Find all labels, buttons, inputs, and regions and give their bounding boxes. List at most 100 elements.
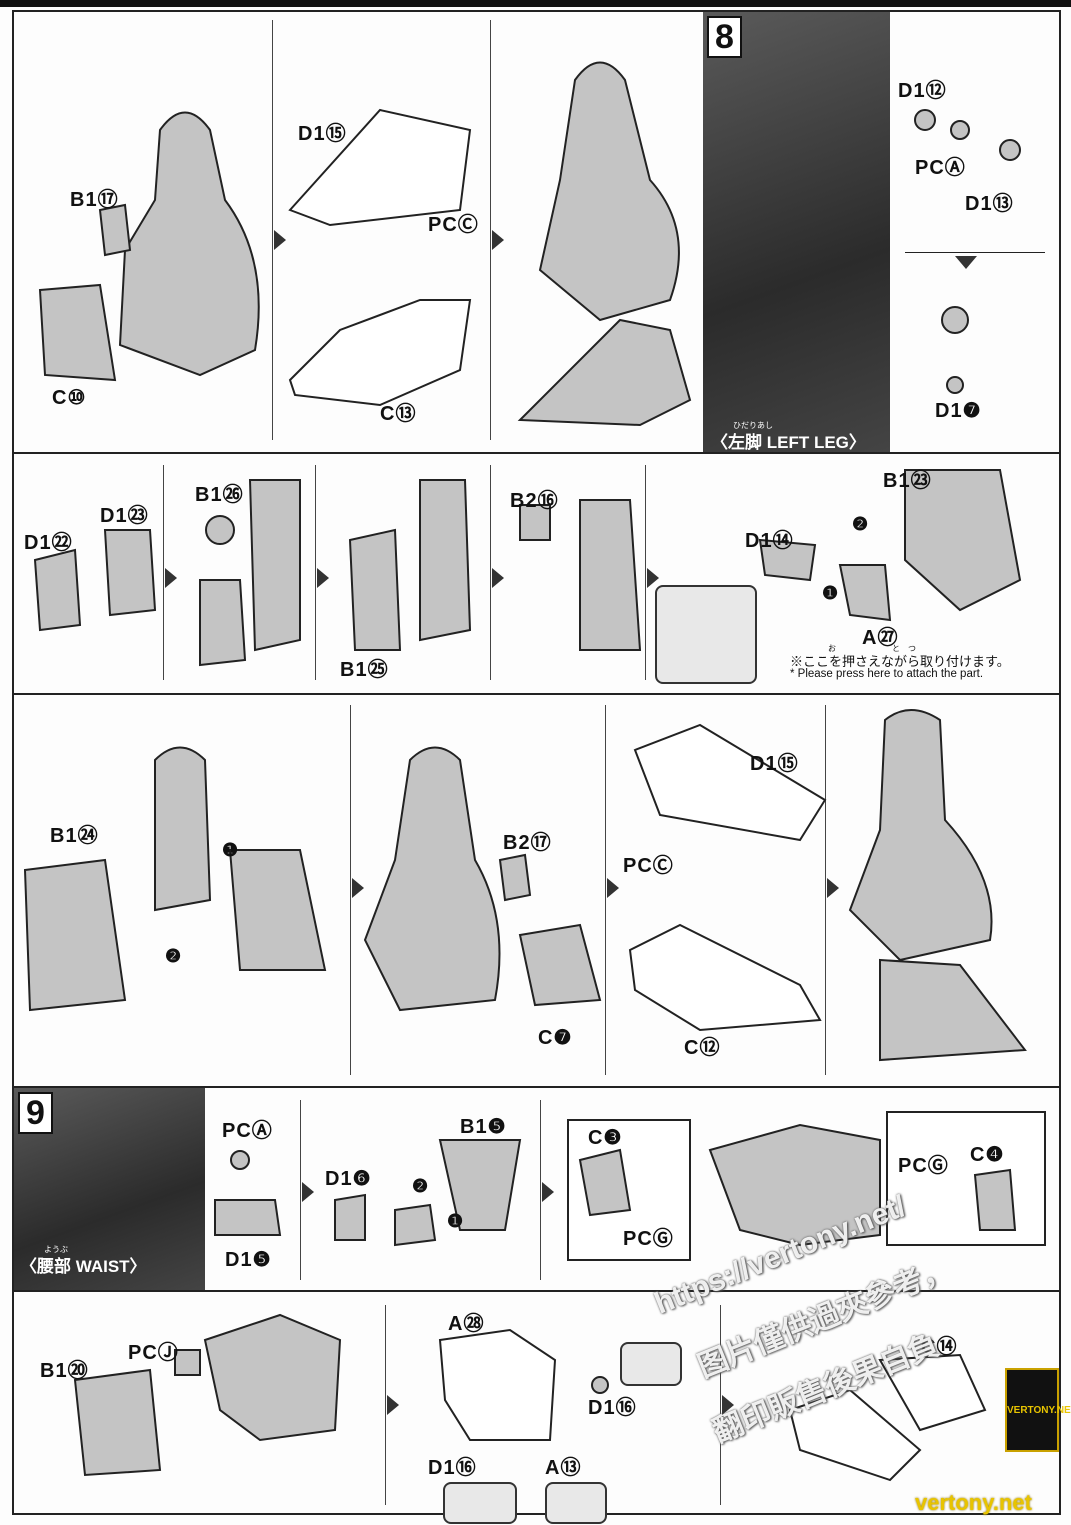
note-japanese: ※ここを押さえながら取り付けます。 bbox=[790, 654, 1010, 669]
detail-callout bbox=[620, 1342, 682, 1386]
part-label: PCⒼ bbox=[623, 1228, 674, 1250]
row-divider bbox=[12, 452, 1061, 454]
panel-divider bbox=[490, 465, 491, 680]
vertony-logo: VERTONY.NET bbox=[1005, 1368, 1071, 1452]
part-label: D1⑭ bbox=[745, 530, 794, 552]
step-caption: 〈腰部 WAIST〉 bbox=[20, 1257, 147, 1276]
part-label: B1⑰ bbox=[70, 189, 119, 211]
part-label: B1❺ bbox=[460, 1116, 507, 1138]
step-arrow-icon bbox=[722, 1395, 734, 1415]
page-frame bbox=[12, 10, 1061, 1515]
step-arrow-icon bbox=[317, 568, 329, 588]
step-arrow-icon bbox=[387, 1395, 399, 1415]
part-label: C❼ bbox=[538, 1027, 573, 1049]
order-mark: ❷ bbox=[412, 1176, 429, 1196]
panel-divider bbox=[645, 465, 646, 680]
part-label: A㉗ bbox=[862, 627, 899, 649]
part-label: D1㉒ bbox=[24, 532, 73, 554]
part-label: B1㉕ bbox=[340, 659, 389, 681]
step-arrow-icon bbox=[352, 878, 364, 898]
part-label: PCⒿ bbox=[128, 1342, 179, 1364]
part-label: B1㉓ bbox=[883, 470, 932, 492]
order-mark: ❶ bbox=[222, 840, 239, 860]
leg-part bbox=[118, 111, 260, 377]
step-arrow-icon bbox=[607, 878, 619, 898]
panel-divider bbox=[315, 465, 316, 680]
part-label: B1㉔ bbox=[50, 825, 99, 847]
panel-divider bbox=[385, 1305, 386, 1505]
site-watermark: vertony.net bbox=[915, 1490, 1032, 1515]
foot-part bbox=[517, 318, 692, 427]
part-label: C❹ bbox=[970, 1144, 1005, 1166]
order-mark: ❶ bbox=[822, 583, 839, 603]
panel-divider bbox=[300, 1100, 301, 1280]
row-divider bbox=[12, 693, 1061, 695]
step8-left-leg-photo: 8 ひだりあし 〈左脚 LEFT LEG〉 bbox=[703, 12, 890, 452]
part-label: PCⒼ bbox=[898, 1155, 949, 1177]
part-label: D1⑯ bbox=[428, 1457, 477, 1479]
panel-divider bbox=[905, 252, 1045, 253]
leg-armor-part bbox=[38, 283, 117, 382]
order-mark: ❶ bbox=[447, 1211, 464, 1231]
part-label: B1⑳ bbox=[40, 1360, 89, 1382]
part-label: A㉘ bbox=[448, 1313, 485, 1335]
top-border bbox=[0, 0, 1071, 7]
foot-frame-part bbox=[288, 299, 472, 407]
part-label: A⑬ bbox=[545, 1457, 582, 1479]
step-arrow-icon bbox=[955, 256, 977, 269]
panel-divider bbox=[825, 705, 826, 1075]
part-label: D1⑮ bbox=[298, 123, 347, 145]
part-label: D1⑯ bbox=[588, 1397, 637, 1419]
panel-divider bbox=[350, 705, 351, 1075]
detail-callout bbox=[443, 1482, 517, 1524]
part-label: B2⑰ bbox=[503, 832, 552, 854]
logo-text: VERTONY.NET bbox=[1007, 1404, 1071, 1416]
step-arrow-icon bbox=[492, 568, 504, 588]
step-arrow-icon bbox=[274, 230, 286, 250]
caption-ruby: ようぶ bbox=[44, 1245, 68, 1254]
foot-cover-part bbox=[288, 108, 472, 227]
step-arrow-icon bbox=[165, 568, 177, 588]
part-label: D1⑬ bbox=[965, 193, 1014, 215]
row-divider bbox=[12, 1290, 1061, 1292]
detail-callout bbox=[545, 1482, 607, 1524]
part-label: B2⑯ bbox=[510, 490, 559, 512]
order-mark: ❷ bbox=[852, 514, 869, 534]
part-label: D1⑮ bbox=[750, 753, 799, 775]
step-arrow-icon bbox=[542, 1182, 554, 1202]
part-label: PCⒶ bbox=[222, 1120, 273, 1142]
part-label: B1㉖ bbox=[195, 484, 244, 506]
row-divider bbox=[12, 1086, 1061, 1088]
part-label: C❸ bbox=[588, 1127, 623, 1149]
part-label: C⑬ bbox=[380, 403, 417, 425]
part-label: D1㉓ bbox=[100, 505, 149, 527]
leg-assembly bbox=[538, 61, 680, 322]
part-label: PCⒸ bbox=[428, 214, 479, 236]
note-english: * Please press here to attach the part. bbox=[790, 668, 984, 680]
part-label: C⑭ bbox=[921, 1336, 958, 1358]
part-label: D1❺ bbox=[225, 1249, 272, 1271]
panel-divider bbox=[490, 20, 491, 440]
step-number: 8 bbox=[707, 16, 742, 58]
panel-divider bbox=[272, 20, 273, 440]
part-label: PCⒸ bbox=[623, 855, 674, 877]
step-arrow-icon bbox=[492, 230, 504, 250]
caption-ruby: ひだりあし bbox=[733, 421, 773, 430]
part-label: D1❻ bbox=[325, 1168, 372, 1190]
step-arrow-icon bbox=[647, 568, 659, 588]
panel-divider bbox=[720, 1305, 721, 1505]
panel-divider bbox=[163, 465, 164, 680]
part-label: C⑫ bbox=[684, 1037, 721, 1059]
part-label: D1❼ bbox=[935, 400, 982, 422]
step9-waist-photo: 9 ようぶ 〈腰部 WAIST〉 bbox=[14, 1088, 205, 1290]
step-arrow-icon bbox=[827, 878, 839, 898]
note-ruby: お と つ bbox=[828, 644, 916, 653]
panel-divider bbox=[540, 1100, 541, 1280]
part-label: D1⑫ bbox=[898, 80, 947, 102]
panel-divider bbox=[605, 705, 606, 1075]
order-mark: ❷ bbox=[165, 946, 182, 966]
step-arrow-icon bbox=[302, 1182, 314, 1202]
press-here-callout bbox=[655, 585, 757, 684]
step-caption: 〈左脚 LEFT LEG〉 bbox=[711, 433, 866, 452]
